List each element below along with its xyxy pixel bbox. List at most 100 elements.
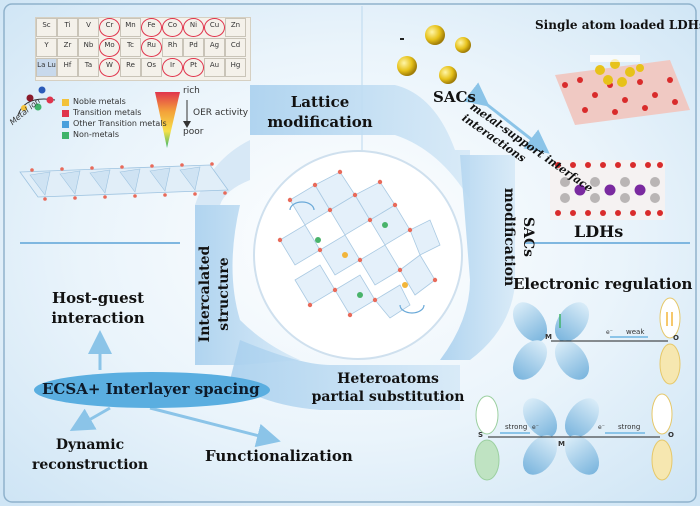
element-symbol: Rh [167,41,178,49]
element-cell: Au [204,58,225,77]
element-cell: Sc [36,18,57,37]
element-symbol: Hf [63,61,72,69]
element-symbol: Cr [105,21,114,29]
element-symbol: Au [209,61,220,69]
orbital-e2: e⁻ [532,424,539,431]
element-symbol: Mo [104,41,115,49]
orbital-bot-o: O [668,431,674,439]
element-symbol: La Lu [37,61,56,69]
label-heteroatoms-line1: Heteroatoms [337,371,439,387]
element-symbol: Ni [189,21,198,29]
element-cell: Pt [183,58,204,77]
element-symbol: V [86,21,91,29]
element-cell: Ta [78,58,99,77]
element-cell: Zr [57,38,78,57]
element-cell: Ag [204,38,225,57]
orbital-weak: weak [626,328,645,336]
label-intercalated-line2: structure [216,257,232,331]
label-lattice-line1: Lattice [290,93,350,111]
legend-nonmetals: Non-metals [73,130,119,139]
orbital-bot-s: S [478,431,484,439]
element-symbol: Ru [147,41,156,49]
element-cell: W [99,58,120,77]
orbital-bot-m: M [558,440,565,448]
label-host-guest-line1: Host-guest [51,289,145,307]
legend-poor: poor [183,127,204,137]
element-cell: Zn [225,18,246,37]
label-heteroatoms-line2: partial substitution [311,389,465,405]
element-symbol: Co [167,21,178,29]
label-lattice-modification: Lattice modification [265,92,375,132]
ldh-layer-left [19,162,229,201]
element-symbol: Ir [170,61,175,69]
label-host-guest: Host-guest interaction [38,288,158,328]
label-sacs-modification: SACs modification [479,188,536,286]
element-cell: Os [141,58,162,77]
element-symbol: W [106,61,113,69]
legend-other-transition: Other Transition metals [73,119,167,128]
label-sacs-mod-line2: modification [501,187,517,287]
element-cell: Hf [57,58,78,77]
element-symbol: Fe [147,21,156,29]
label-electronic-regulation: Electronic regulation [513,275,693,293]
element-symbol: Ta [84,61,93,69]
central-ldh-lattice [253,150,463,360]
element-symbol: Sc [42,21,51,29]
element-cell: Rh [162,38,183,57]
label-intercalated-line1: Intercalated [197,245,213,343]
orbital-strong-2: strong [618,423,641,431]
arrows [69,82,550,448]
legend-noble: Noble metals [73,97,126,106]
element-symbol: Ag [209,41,220,49]
element-symbol: Pt [190,61,197,69]
orbital-e3: e⁻ [598,424,605,431]
element-symbol: Zr [63,41,72,49]
element-symbol: Cd [230,41,241,49]
orbital-top-m: M [545,333,552,341]
element-cell: Pd [183,38,204,57]
label-sacs-mod-line1: SACs [520,217,536,257]
label-functionalization: Functionalization [205,447,353,465]
label-intercalated-structure: Intercalated structure [196,239,234,349]
legend-swatches [62,99,69,139]
element-symbol: Pd [189,41,198,49]
label-sacs: SACs [433,88,476,106]
element-cell: Hg [225,58,246,77]
ecsa-ellipse [34,372,270,408]
element-cell: Ir [162,58,183,77]
label-ldhs: LDHs [574,222,624,241]
element-symbol: Ti [64,21,71,29]
oer-gradient-bar [155,92,191,148]
orbital-top-o: O [673,334,679,342]
element-cell: Ru [141,38,162,57]
swirl-bands [195,85,515,410]
orbital-strong-1: strong [505,423,528,431]
label-host-guest-line2: interaction [51,309,145,327]
element-cell: Tc [120,38,141,57]
element-symbol: Cu [209,21,220,29]
element-symbol: Re [126,61,135,69]
metal-ion-cluster [17,86,56,116]
element-symbol: Os [146,61,157,69]
label-single-atom-ldhs: Single atom loaded LDHs [535,18,700,32]
element-cell: Nb [78,38,99,57]
orbital-diagram-strong [474,393,673,481]
element-cell: Cu [204,18,225,37]
label-ecsa: ECSA+ Interlayer spacing [42,380,260,398]
element-symbol: Y [44,41,49,49]
label-lattice-line2: modification [267,113,373,131]
element-cell: La Lu [36,58,57,77]
element-symbol: Mn [125,21,136,29]
element-cell: Y [36,38,57,57]
single-atom-ldh-image [555,55,690,125]
legend-transition: Transition metals [73,108,142,117]
sac-gold-atoms [397,25,471,84]
element-cell: Cr [99,18,120,37]
element-cell: Co [162,18,183,37]
element-symbol: Nb [83,41,94,49]
ldh-crystal-right [550,160,665,220]
legend-oer-activity: OER activity [193,108,249,118]
legend-rich: rich [183,86,200,96]
